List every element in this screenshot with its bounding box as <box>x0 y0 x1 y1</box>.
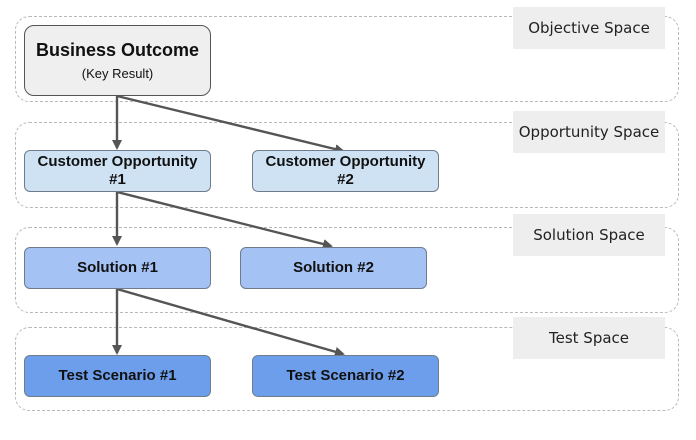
customer-opportunity-1-node[interactable]: Customer Opportunity #1 <box>24 150 211 192</box>
solution-1-title: Solution #1 <box>77 259 158 276</box>
test-scenario-1-node[interactable]: Test Scenario #1 <box>24 355 211 397</box>
business-outcome-subtitle: (Key Result) <box>81 65 154 81</box>
arrow-solution-1-to-test-2 <box>116 287 345 357</box>
test-scenario-2-title: Test Scenario #2 <box>286 367 405 384</box>
customer-opportunity-1-line2: #1 <box>109 171 126 188</box>
solution-space-band <box>15 227 679 313</box>
business-outcome-title: Business Outcome <box>35 39 200 60</box>
arrow-opportunity-1-to-solution-2 <box>116 190 333 249</box>
solution-space-label: Solution Space <box>513 214 665 256</box>
objective-space-label: Objective Space <box>513 7 665 49</box>
business-outcome-node[interactable]: Business Outcome (Key Result) <box>24 25 211 96</box>
arrow-outcome-to-opportunity-2 <box>116 94 345 154</box>
customer-opportunity-1-line1: Customer Opportunity <box>37 153 198 170</box>
customer-opportunity-2-node[interactable]: Customer Opportunity #2 <box>252 150 439 192</box>
opportunity-space-label: Opportunity Space <box>513 111 665 153</box>
objective-space-band <box>15 16 679 102</box>
solution-2-node[interactable]: Solution #2 <box>240 247 427 289</box>
solution-space-label-text: Solution Space <box>533 226 645 244</box>
test-space-band <box>15 327 679 411</box>
solution-2-title: Solution #2 <box>293 259 374 276</box>
test-scenario-1-title: Test Scenario #1 <box>58 367 177 384</box>
objective-space-label-text: Objective Space <box>528 19 650 37</box>
test-space-label: Test Space <box>513 317 665 359</box>
opportunity-space-label-text: Opportunity Space <box>518 123 660 141</box>
opportunity-space-band <box>15 122 679 208</box>
customer-opportunity-2-line1: Customer Opportunity <box>265 153 426 170</box>
solution-1-node[interactable]: Solution #1 <box>24 247 211 289</box>
test-space-label-text: Test Space <box>548 329 630 347</box>
test-scenario-2-node[interactable]: Test Scenario #2 <box>252 355 439 397</box>
customer-opportunity-2-line2: #2 <box>337 171 354 188</box>
